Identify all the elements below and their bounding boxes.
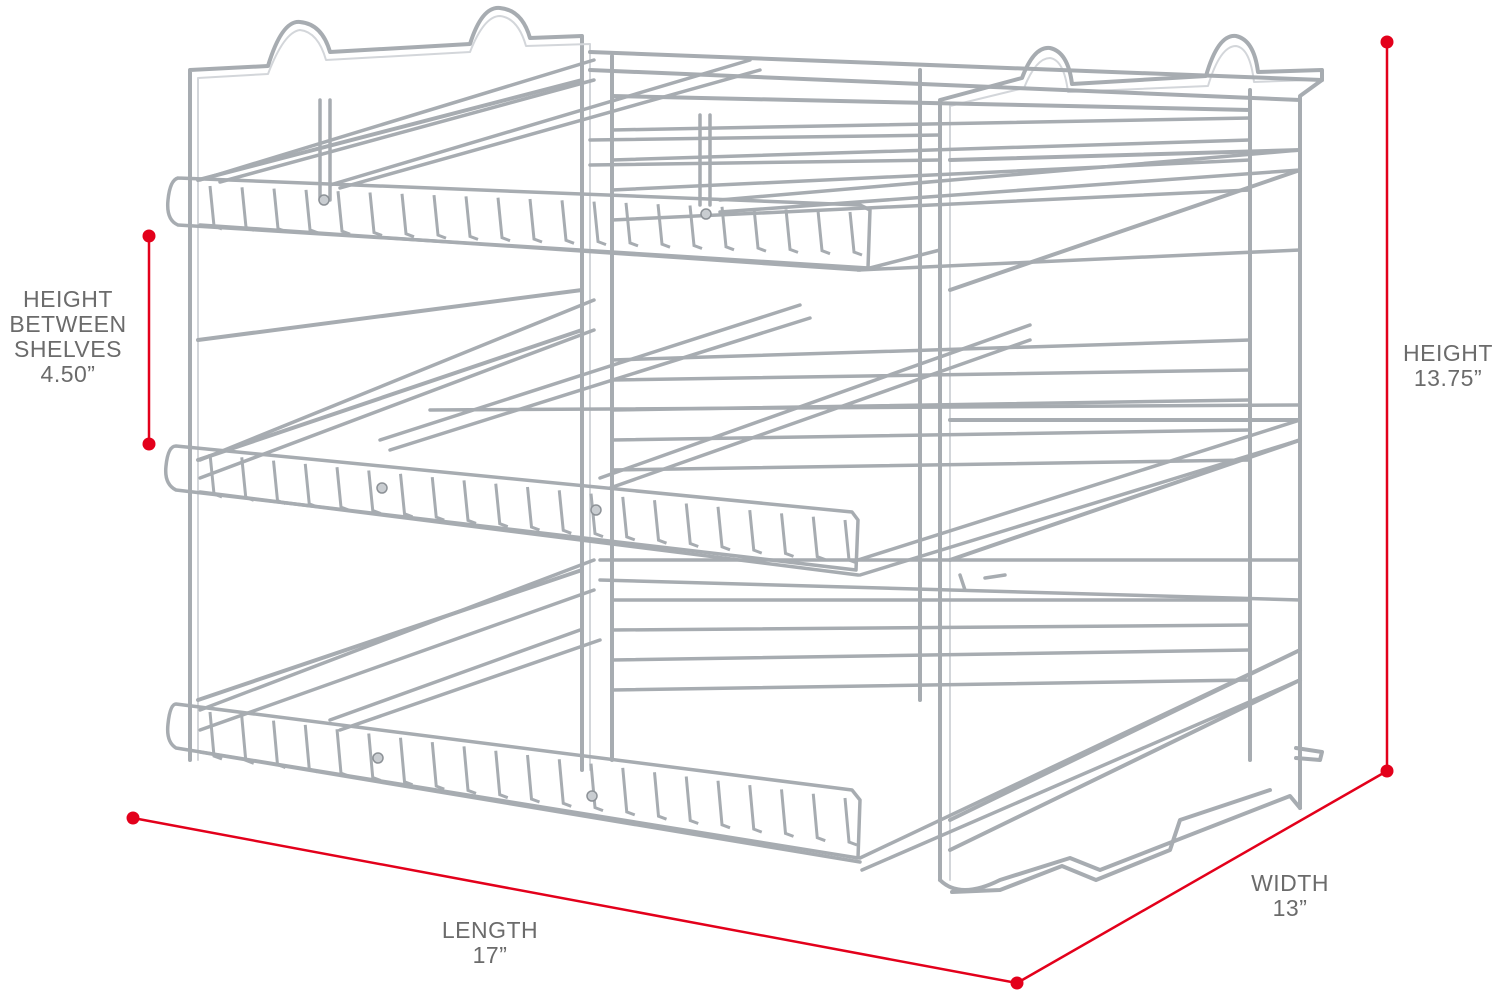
guard-wire: [303, 463, 318, 509]
dimension-markers: [126, 35, 1394, 990]
guard-wire: [464, 196, 479, 241]
wire-joint: [700, 208, 712, 220]
guard-wire: [716, 780, 731, 830]
guard-wire: [557, 490, 572, 535]
guard-wire: [304, 189, 319, 235]
guard-wire: [208, 453, 223, 499]
guard-wire: [240, 187, 255, 232]
height-value: 13.75”: [1413, 365, 1483, 391]
shelf-gap-marker: [142, 229, 156, 451]
guard-wire: [240, 457, 255, 502]
guard-wire: [526, 754, 541, 804]
guard-wire: [621, 767, 636, 817]
guard-wire: [780, 513, 795, 558]
shelf-gap-label-line1: HEIGHT: [23, 286, 113, 312]
guard-wire: [272, 188, 287, 234]
length-value: 17”: [472, 942, 508, 968]
shelf-gap-value: 4.50”: [40, 361, 96, 387]
guard-wire: [557, 759, 572, 808]
length-label-text: LENGTH: [441, 917, 539, 943]
guard-wire: [688, 205, 703, 250]
guard-wire: [368, 192, 383, 237]
guard-wire: [528, 198, 543, 244]
guard-wire: [843, 797, 858, 847]
guard-wire: [240, 716, 255, 765]
height-marker: [1380, 35, 1394, 778]
guard-wire: [848, 211, 863, 257]
guard-wire: [624, 202, 639, 248]
shelf-gap-label-line2: BETWEEN: [9, 311, 127, 337]
width-label: WIDTH 13”: [1232, 871, 1348, 921]
height-label: HEIGHT 13.75”: [1390, 341, 1500, 391]
shelf-top: [165, 58, 1302, 272]
guard-wire: [496, 197, 511, 243]
shelf-gap-label: HEIGHT BETWEEN SHELVES 4.50”: [0, 287, 136, 387]
guard-wire: [560, 200, 575, 245]
guard-wire: [399, 473, 414, 519]
guard-wire: [748, 784, 763, 834]
guard-wire: [684, 776, 699, 825]
guard-wire: [400, 193, 415, 239]
guard-wire: [336, 191, 351, 236]
guard-wire: [335, 729, 350, 778]
guard-wire: [748, 509, 763, 555]
wire-joint: [376, 482, 388, 494]
guard-wire: [684, 503, 699, 548]
guard-wire: [621, 496, 636, 542]
guard-wire: [462, 746, 477, 795]
guard-wire: [526, 486, 541, 532]
guard-wire: [208, 185, 223, 231]
shelf-gap-label-line3: SHELVES: [14, 336, 122, 362]
guard-wire: [208, 711, 223, 761]
wire-joint: [318, 194, 330, 206]
guard-wire: [272, 720, 287, 770]
guard-wire: [811, 793, 826, 843]
guard-wire: [335, 467, 350, 512]
guard-wire: [303, 724, 318, 774]
guard-wire: [811, 516, 826, 562]
width-value: 13”: [1272, 895, 1308, 921]
guard-wire: [367, 733, 382, 782]
guard-wire: [430, 741, 445, 791]
guard-wire: [784, 209, 799, 254]
width-label-text: WIDTH: [1251, 870, 1329, 896]
guard-wire: [816, 210, 831, 256]
guard-wire: [780, 789, 795, 838]
guard-wire: [589, 763, 604, 813]
shelf-bottom: [165, 558, 1302, 872]
wire-joint: [586, 790, 598, 802]
length-marker: [126, 811, 1018, 985]
guard-wire: [716, 506, 731, 552]
guard-wire: [592, 201, 607, 247]
guard-wire: [656, 204, 671, 249]
guard-wire: [399, 737, 414, 787]
guard-wire: [367, 470, 382, 515]
shelf-bottom-front-teeth: [208, 711, 858, 847]
guard-wire: [494, 750, 509, 800]
wire-joint: [372, 752, 384, 764]
height-label-text: HEIGHT: [1403, 340, 1493, 366]
shelf-top-front-teeth: [208, 185, 863, 257]
guard-wire: [430, 476, 445, 522]
guard-wire: [752, 207, 767, 253]
guard-wire: [432, 194, 447, 240]
guard-wire: [843, 519, 858, 565]
shelf-middle: [163, 298, 1302, 592]
length-label: LENGTH 17”: [430, 918, 550, 968]
guard-wire: [653, 772, 668, 821]
rack-frame: [188, 5, 1324, 894]
guard-wire: [272, 460, 287, 506]
guard-wire: [720, 206, 735, 252]
shelf-middle-front-teeth: [208, 453, 858, 565]
wire-joint: [590, 504, 602, 516]
guard-wire: [653, 500, 668, 545]
guard-wire: [462, 480, 477, 525]
guard-wire: [494, 483, 509, 529]
